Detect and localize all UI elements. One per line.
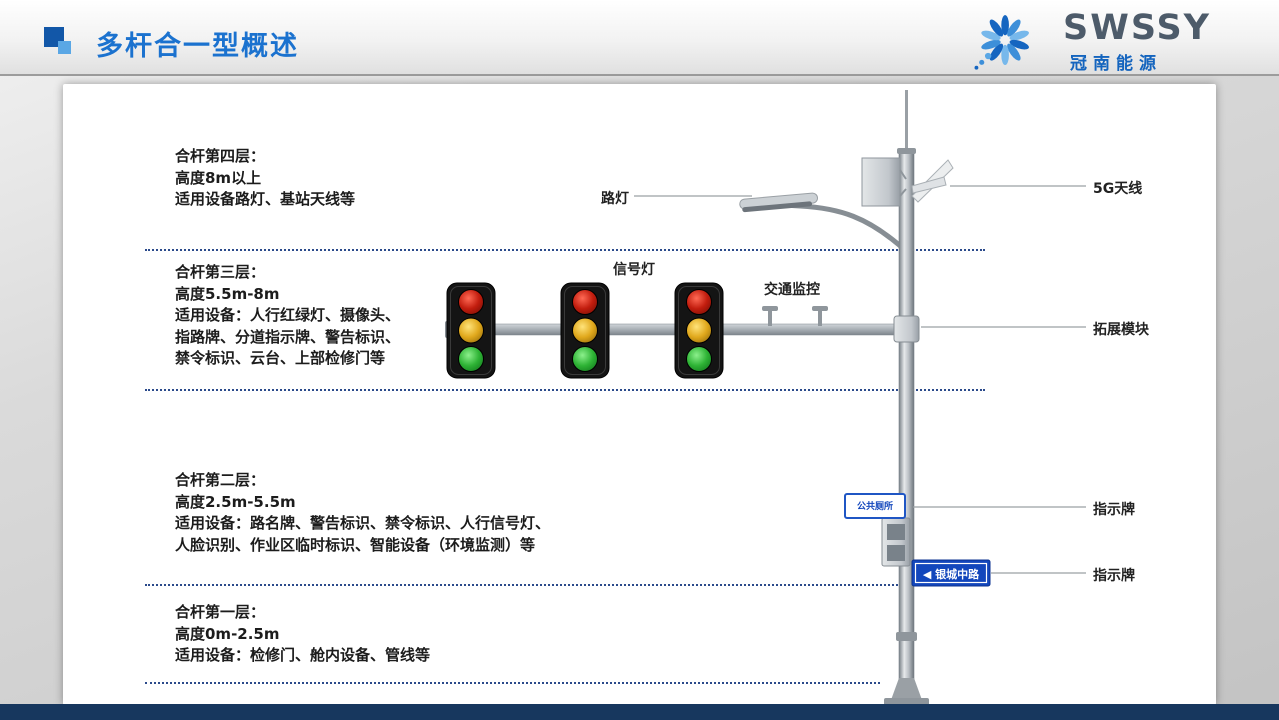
- layer-divider-4: [145, 682, 880, 684]
- layer-block-1: 合杆第一层： 高度0m-2.5m 适用设备：检修门、舱内设备、管线等: [175, 602, 430, 667]
- layer-divider-2: [145, 389, 985, 391]
- layer-line: 高度2.5m-5.5m: [175, 492, 296, 511]
- layer-line: 禁令标识、云台、上部检修门等: [175, 349, 386, 367]
- public-sign-text: 公共厕所: [856, 502, 893, 512]
- layer-line: 高度5.5m-8m: [175, 284, 280, 303]
- layer-line: 适用设备：人行红绿灯、摄像头、: [175, 306, 401, 324]
- layer-line: 适用设备路灯、基站天线等: [175, 190, 356, 208]
- callout-sign-board-upper: 指示牌: [1093, 502, 1135, 518]
- layer-divider-1: [145, 249, 985, 251]
- layer-line: 适用设备：路名牌、警告标识、禁令标识、人行信号灯、: [175, 514, 551, 532]
- layer-block-2: 合杆第二层： 高度2.5m-5.5m 适用设备：路名牌、警告标识、禁令标识、人行…: [175, 470, 550, 556]
- callout-5g-antenna: 5G天线: [1093, 181, 1143, 197]
- callout-street-lamp: 路灯: [601, 191, 629, 207]
- layer-title: 合杆第二层：: [175, 471, 266, 489]
- page-title: 多杆合一型概述: [96, 31, 299, 62]
- layer-title: 合杆第三层：: [175, 263, 266, 281]
- content-panel: [63, 84, 1216, 705]
- layer-line: 高度0m-2.5m: [175, 624, 280, 643]
- footer-bar: [0, 704, 1279, 720]
- slide-header: [0, 0, 1279, 74]
- callout-traffic-monitor: 交通监控: [764, 282, 820, 298]
- layer-line: 指路牌、分道指示牌、警告标识、: [175, 327, 401, 346]
- logo-company-text: 冠南能源: [1070, 54, 1162, 74]
- layer-line: 人脸识别、作业区临时标识、智能设备（环境监测）等: [175, 535, 536, 554]
- callout-signal-light: 信号灯: [613, 262, 655, 278]
- header-divider: [0, 74, 1279, 76]
- layer-line: 高度8m以上: [175, 168, 262, 187]
- callout-sign-board-lower: 指示牌: [1093, 568, 1135, 584]
- layer-divider-3: [145, 584, 985, 586]
- layer-title: 合杆第一层：: [175, 603, 266, 621]
- logo-brand-text: SWSSY: [1063, 8, 1212, 48]
- layer-block-3: 合杆第三层： 高度5.5m-8m 适用设备：人行红绿灯、摄像头、 指路牌、分道指…: [175, 262, 400, 370]
- layer-line: 适用设备：检修门、舱内设备、管线等: [175, 646, 431, 664]
- logo-starburst-icon: [974, 15, 1029, 70]
- title-accent-square-light: [58, 41, 71, 54]
- callout-expansion-module: 拓展模块: [1093, 322, 1149, 338]
- road-sign-text: ◀ 银城中路: [922, 568, 980, 581]
- layer-block-4: 合杆第四层： 高度8m以上 适用设备路灯、基站天线等: [175, 146, 355, 211]
- layer-title: 合杆第四层：: [175, 147, 266, 165]
